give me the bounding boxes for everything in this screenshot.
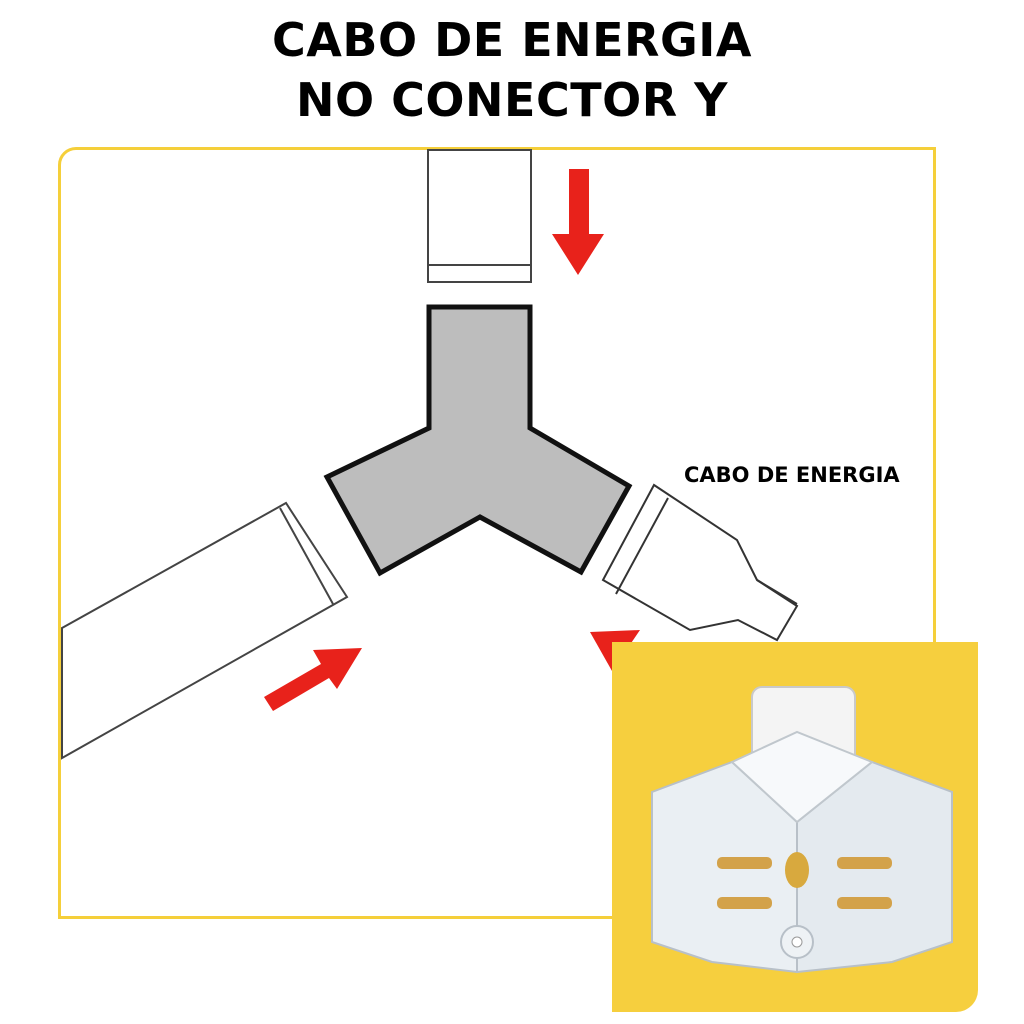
power-cable-label: CABO DE ENERGIA	[684, 463, 900, 487]
top-plug	[427, 149, 532, 283]
left-cable	[61, 501, 349, 760]
power-cable-plug	[601, 483, 799, 642]
y-connector	[323, 304, 633, 577]
page-title: CABO DE ENERGIA NO CONECTOR Y	[0, 10, 1024, 130]
y-connector-photo	[651, 686, 953, 974]
product-photo-panel	[612, 642, 978, 1012]
arrow-down-icon	[552, 169, 604, 275]
diagram-frame	[58, 147, 936, 919]
arrow-right-up-icon	[264, 648, 362, 711]
title-line-2: NO CONECTOR Y	[296, 73, 728, 127]
title-line-1: CABO DE ENERGIA	[272, 13, 752, 67]
